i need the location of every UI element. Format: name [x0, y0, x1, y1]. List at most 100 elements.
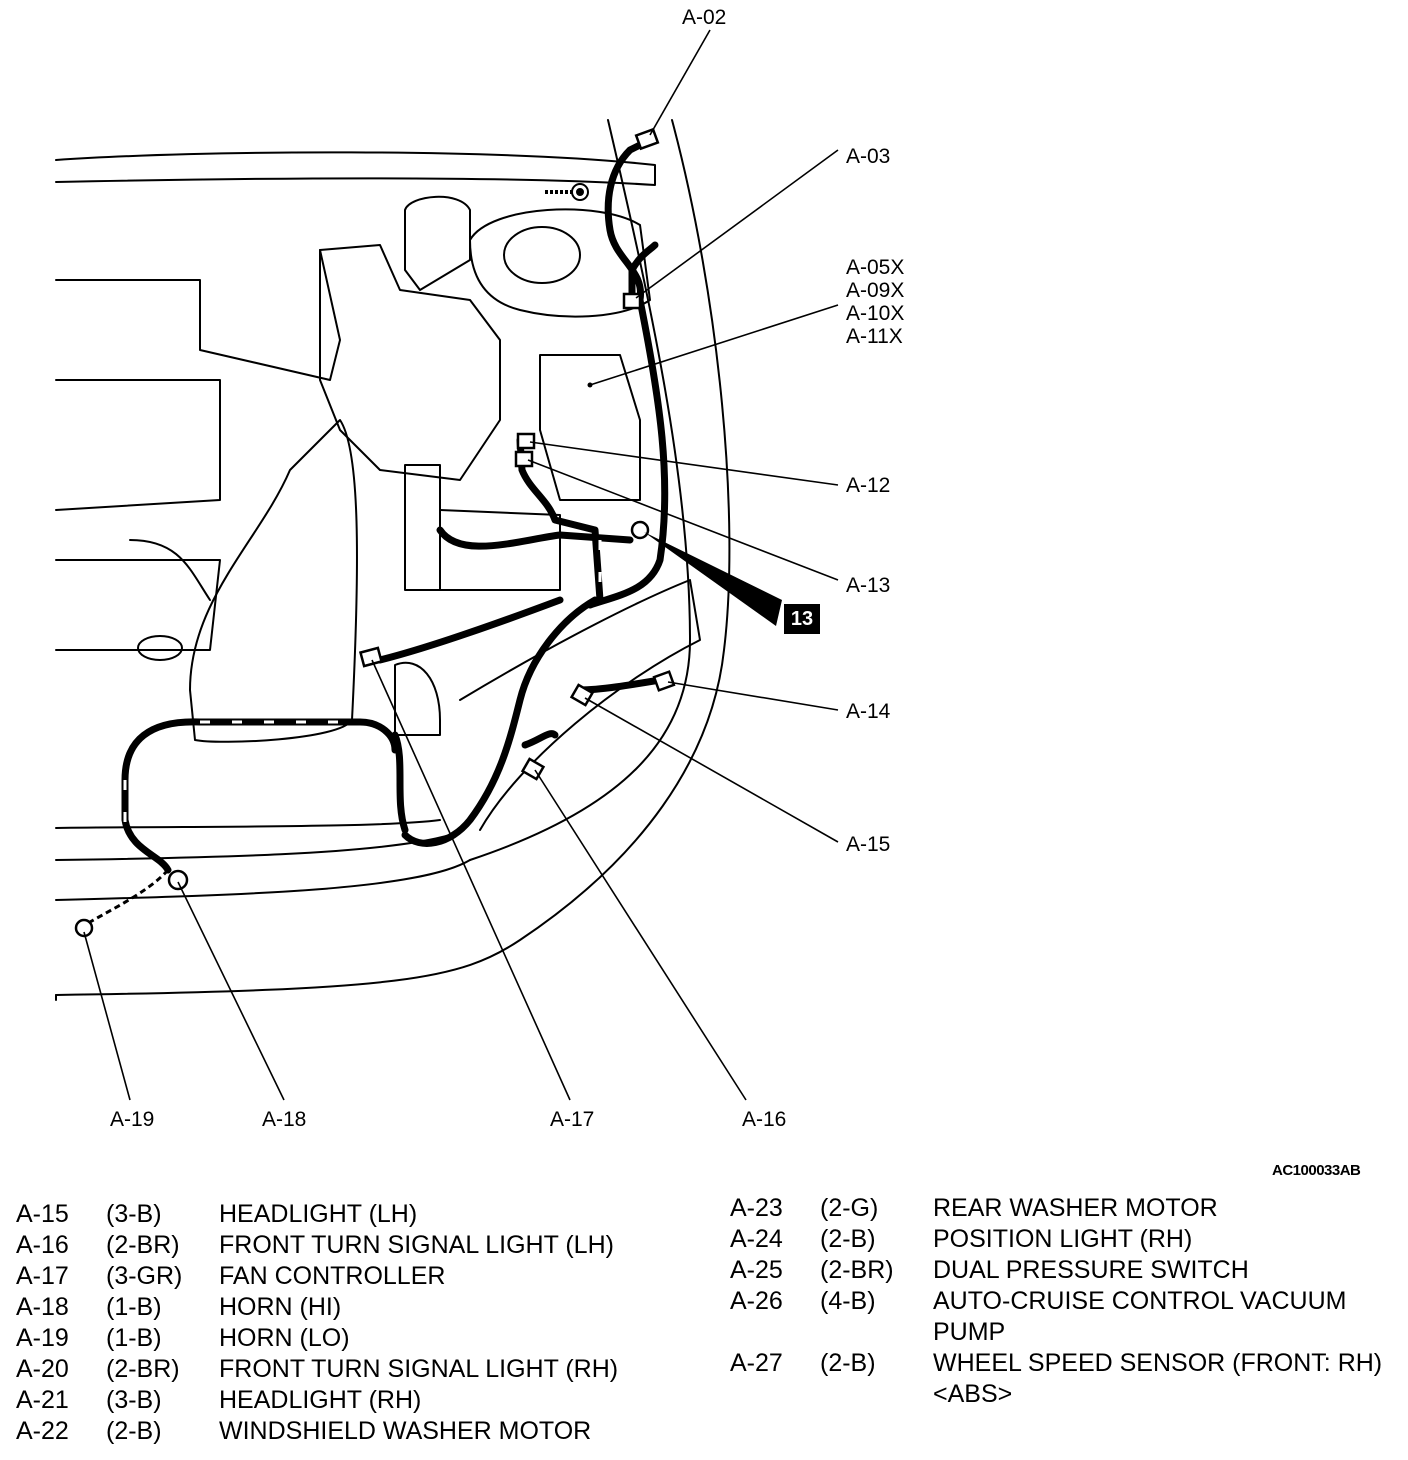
legend-code: A-27 [730, 1349, 783, 1377]
horn-bracket [129, 539, 211, 601]
leader-a17 [371, 659, 571, 1101]
callout-a15: A-15 [846, 833, 891, 856]
legend-code: A-16 [16, 1231, 69, 1259]
engine-top [319, 244, 501, 481]
legend-row: A-22 (2-B) WINDSHIELD WASHER MOTOR [16, 1416, 716, 1447]
harness-relay [436, 526, 634, 550]
callout-a02: A-02 [682, 6, 727, 29]
harness-left [376, 596, 564, 664]
legend-desc: DUAL PRESSURE SWITCH [933, 1256, 1249, 1284]
reservoir [404, 195, 471, 291]
connector-a13 [514, 450, 534, 468]
relay-bracket [439, 509, 561, 591]
harness-top-bar [196, 718, 399, 754]
connector-a16 [520, 757, 546, 781]
connector-ground-13 [630, 520, 650, 540]
legend-connector: (2-G) [820, 1194, 879, 1222]
inner-fender-outline [469, 119, 691, 861]
legend-connector: (1-B) [106, 1324, 162, 1352]
legend-connector: (4-B) [820, 1287, 876, 1315]
air-duct [189, 419, 358, 743]
harness-front [401, 596, 599, 847]
callout-a05x: A-05X [846, 256, 905, 279]
connector-a12 [516, 432, 536, 450]
legend-desc: AUTO-CRUISE CONTROL VACUUM PUMP [933, 1287, 1347, 1346]
ground-bolt [545, 183, 589, 201]
leader-a18 [177, 881, 285, 1101]
legend-desc: HORN (LO) [219, 1324, 350, 1352]
connector-a18 [167, 869, 189, 891]
leader-a03 [635, 149, 839, 299]
legend-connector: (2-B) [820, 1349, 876, 1377]
legend-connector: (3-B) [106, 1200, 162, 1228]
legend-row: A-25(2-BR)DUAL PRESSURE SWITCH [730, 1255, 1400, 1286]
callout-a16: A-16 [742, 1108, 787, 1131]
legend-desc: HEADLIGHT (RH) [219, 1386, 422, 1414]
callout-a11x: A-11X [846, 325, 903, 348]
connector-a14 [652, 670, 676, 692]
legend-row: A-15(3-B)HEADLIGHT (LH) [16, 1199, 716, 1230]
leader-a14 [667, 681, 839, 711]
callout-a14: A-14 [846, 700, 891, 723]
callout-a18: A-18 [262, 1108, 307, 1131]
legend-row: A-17(3-GR)FAN CONTROLLER [16, 1261, 716, 1292]
legend-code: A-26 [730, 1287, 783, 1315]
engine-left [55, 379, 221, 511]
callout-a03: A-03 [846, 145, 891, 168]
figure-id: AC100033AB [1272, 1162, 1361, 1179]
legend-row: A-26 (4-B) AUTO-CRUISE CONTROL VACUUM PUMP [730, 1286, 1400, 1348]
radiator [394, 662, 441, 736]
leader-a05x [589, 304, 839, 386]
fender-outline [55, 119, 731, 996]
legend-code: A-19 [16, 1324, 69, 1352]
legend-desc: FRONT TURN SIGNAL LIGHT (RH) [219, 1355, 619, 1383]
legend-desc: POSITION LIGHT (RH) [933, 1225, 1193, 1253]
callout-a19: A-19 [110, 1108, 155, 1131]
legend-connector: (2-B) [106, 1417, 162, 1445]
horn-cap [137, 635, 183, 661]
leader-a02 [649, 29, 711, 136]
legend-connector: (1-B) [106, 1293, 162, 1321]
legend-code: A-21 [16, 1386, 69, 1414]
relay-box [404, 464, 441, 591]
connector-legend-left: A-15(3-B)HEADLIGHT (LH) A-16(2-BR)FRONT … [16, 1199, 716, 1447]
legend-code: A-23 [730, 1194, 783, 1222]
legend-desc: WHEEL SPEED SENSOR (FRONT: RH) <ABS> [933, 1349, 1383, 1408]
legend-row: A-16(2-BR)FRONT TURN SIGNAL LIGHT (LH) [16, 1230, 716, 1261]
engine-mid [55, 559, 221, 651]
legend-connector: (2-BR) [106, 1355, 180, 1383]
legend-desc: REAR WASHER MOTOR [933, 1194, 1218, 1222]
leader-a19 [83, 931, 131, 1101]
leader-a16 [534, 769, 747, 1101]
callout-a17: A-17 [550, 1108, 595, 1131]
callout-a12: A-12 [846, 474, 891, 497]
connector-a19 [74, 918, 94, 938]
callout-a05x-group: A-05X A-09X A-10X A-11X [846, 256, 904, 348]
connector-legend-right: A-23(2-G)REAR WASHER MOTOR A-24(2-B)POSI… [730, 1193, 1400, 1410]
ground-badge-label: 13 [790, 608, 814, 630]
harness-horn [121, 718, 204, 874]
legend-code: A-20 [16, 1355, 69, 1383]
legend-desc: FRONT TURN SIGNAL LIGHT (LH) [219, 1231, 614, 1259]
legend-code: A-22 [16, 1417, 69, 1445]
legend-row: A-24(2-B)POSITION LIGHT (RH) [730, 1224, 1400, 1255]
bumper-outline-3 [55, 834, 451, 861]
connector-a17 [358, 646, 384, 668]
leader-a13 [527, 459, 839, 581]
legend-desc: WINDSHIELD WASHER MOTOR [219, 1417, 592, 1445]
connector-a02 [634, 127, 660, 151]
harness-to-a12 [516, 436, 604, 604]
legend-connector: (2-B) [820, 1225, 876, 1253]
callout-a10x: A-10X [846, 302, 905, 325]
ground-badge: 13 [784, 604, 820, 634]
legend-desc: HORN (HI) [219, 1293, 342, 1321]
engine-cover [55, 249, 341, 381]
callout-a09x: A-09X [846, 279, 905, 302]
headlight-housing [459, 579, 701, 831]
legend-code: A-18 [16, 1293, 69, 1321]
callout-a13: A-13 [846, 574, 891, 597]
legend-row: A-23 (2-G) REAR WASHER MOTOR [730, 1193, 1400, 1224]
battery [539, 354, 641, 501]
engine-bay-diagram [55, 29, 839, 1101]
legend-row: A-18 (1-B) HORN (HI) [16, 1292, 716, 1323]
